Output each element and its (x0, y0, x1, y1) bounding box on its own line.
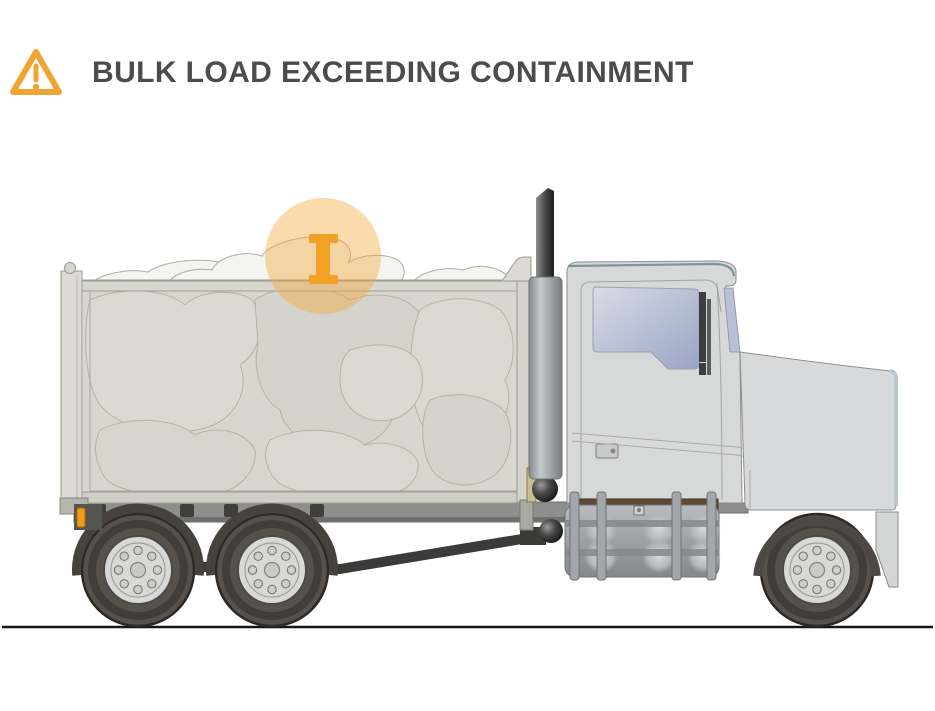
load-rocks (83, 285, 527, 499)
rear-wheel-2 (216, 514, 328, 626)
warning-exclamation-dot (32, 83, 40, 91)
tailgate-hinge-knob (64, 262, 76, 274)
drive-shaft (137, 532, 535, 574)
exhaust-shield (528, 276, 563, 480)
door-seam (580, 279, 722, 501)
bed-side-panel (81, 281, 531, 502)
cab-window (592, 286, 700, 370)
rear-marker-light (76, 507, 86, 528)
bed-bottom-rail (65, 491, 533, 504)
warning-triangle-icon (10, 49, 62, 95)
air-tank-sphere-2 (539, 519, 563, 543)
page-title: BULK LOAD EXCEEDING CONTAINMENT (92, 56, 694, 89)
dump-bed (59, 236, 534, 531)
tailgate (59, 262, 102, 530)
exhaust-pipe (536, 188, 554, 279)
cab-roof-edge (567, 262, 736, 277)
hood-panel (739, 351, 897, 511)
rear-fenders (72, 503, 338, 576)
hood-front-edge (889, 369, 898, 506)
cab (566, 260, 894, 504)
fuel-tank (564, 491, 721, 581)
warning-triangle-outline (10, 49, 62, 95)
tank-straps (569, 491, 717, 581)
front-bumper (875, 511, 899, 588)
bed-headboard (501, 256, 534, 531)
exhaust-stack (526, 188, 563, 543)
hood (739, 351, 898, 511)
front-fender (753, 516, 881, 577)
air-tank-sphere-1 (532, 476, 558, 502)
load-height-indicator-icon (309, 234, 338, 284)
rear-wheel-1 (82, 514, 194, 626)
window-frame-bar (699, 292, 706, 362)
